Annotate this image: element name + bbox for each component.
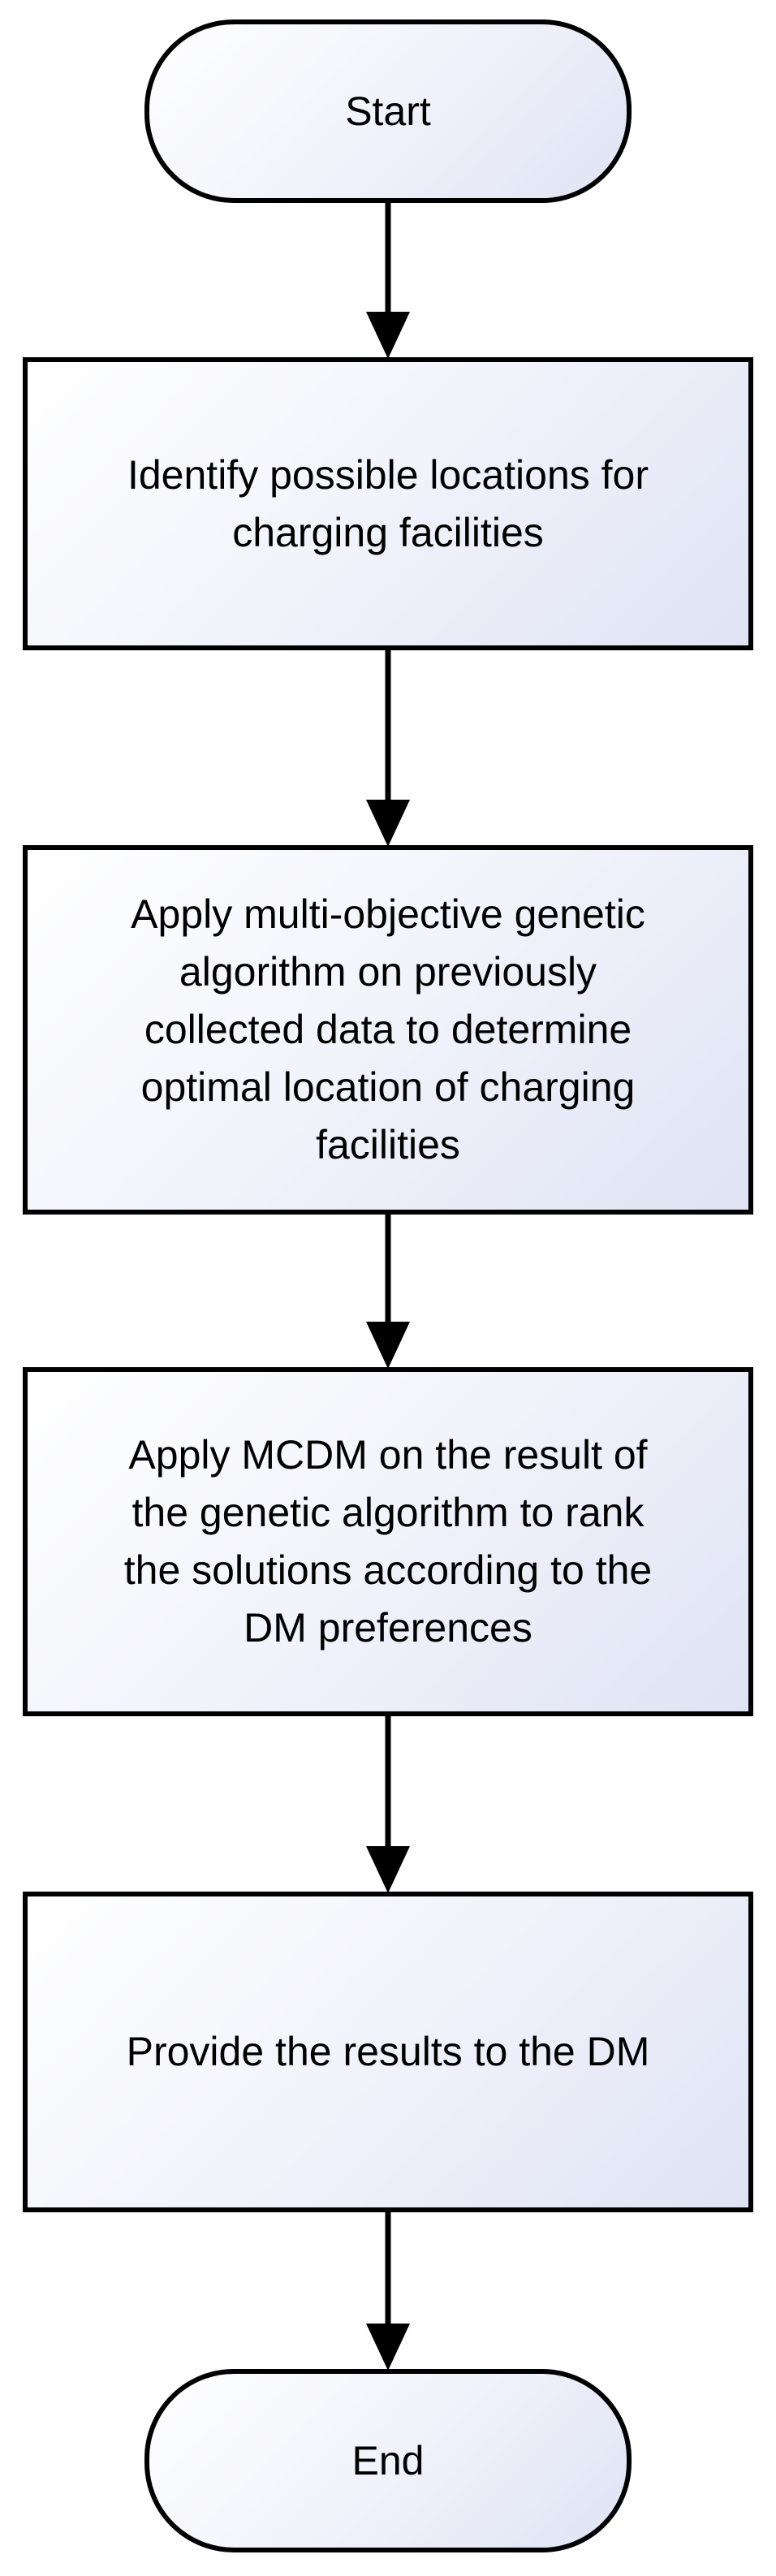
process-step-identify-locations: Identify possible locations for charging… — [23, 357, 753, 650]
arrow-step-3-to-step-4 — [366, 1714, 410, 1893]
process-step-provide-results: Provide the results to the DM — [23, 1892, 753, 2212]
step-3-label: Apply MCDM on the result of the genetic … — [123, 1432, 653, 1650]
process-step-apply-mcdm: Apply MCDM on the result of the genetic … — [23, 1367, 753, 1716]
arrow-step-1-to-step-2 — [366, 648, 410, 847]
step-4-label: Provide the results to the DM — [126, 2029, 650, 2074]
end-terminal: End — [144, 2369, 632, 2552]
arrow-step-2-to-step-3 — [366, 1212, 410, 1369]
step-1-label: Identify possible locations for charging… — [127, 451, 649, 555]
start-label: Start — [345, 88, 431, 134]
process-step-apply-genetic-algorithm: Apply multi-objective genetic algorithm … — [23, 845, 753, 1215]
arrow-step-4-to-end — [366, 2210, 410, 2371]
start-terminal: Start — [144, 19, 632, 203]
arrow-start-to-step-1 — [366, 201, 410, 359]
end-label: End — [351, 2437, 425, 2483]
step-2-label: Apply multi-objective genetic algorithm … — [131, 891, 645, 1167]
